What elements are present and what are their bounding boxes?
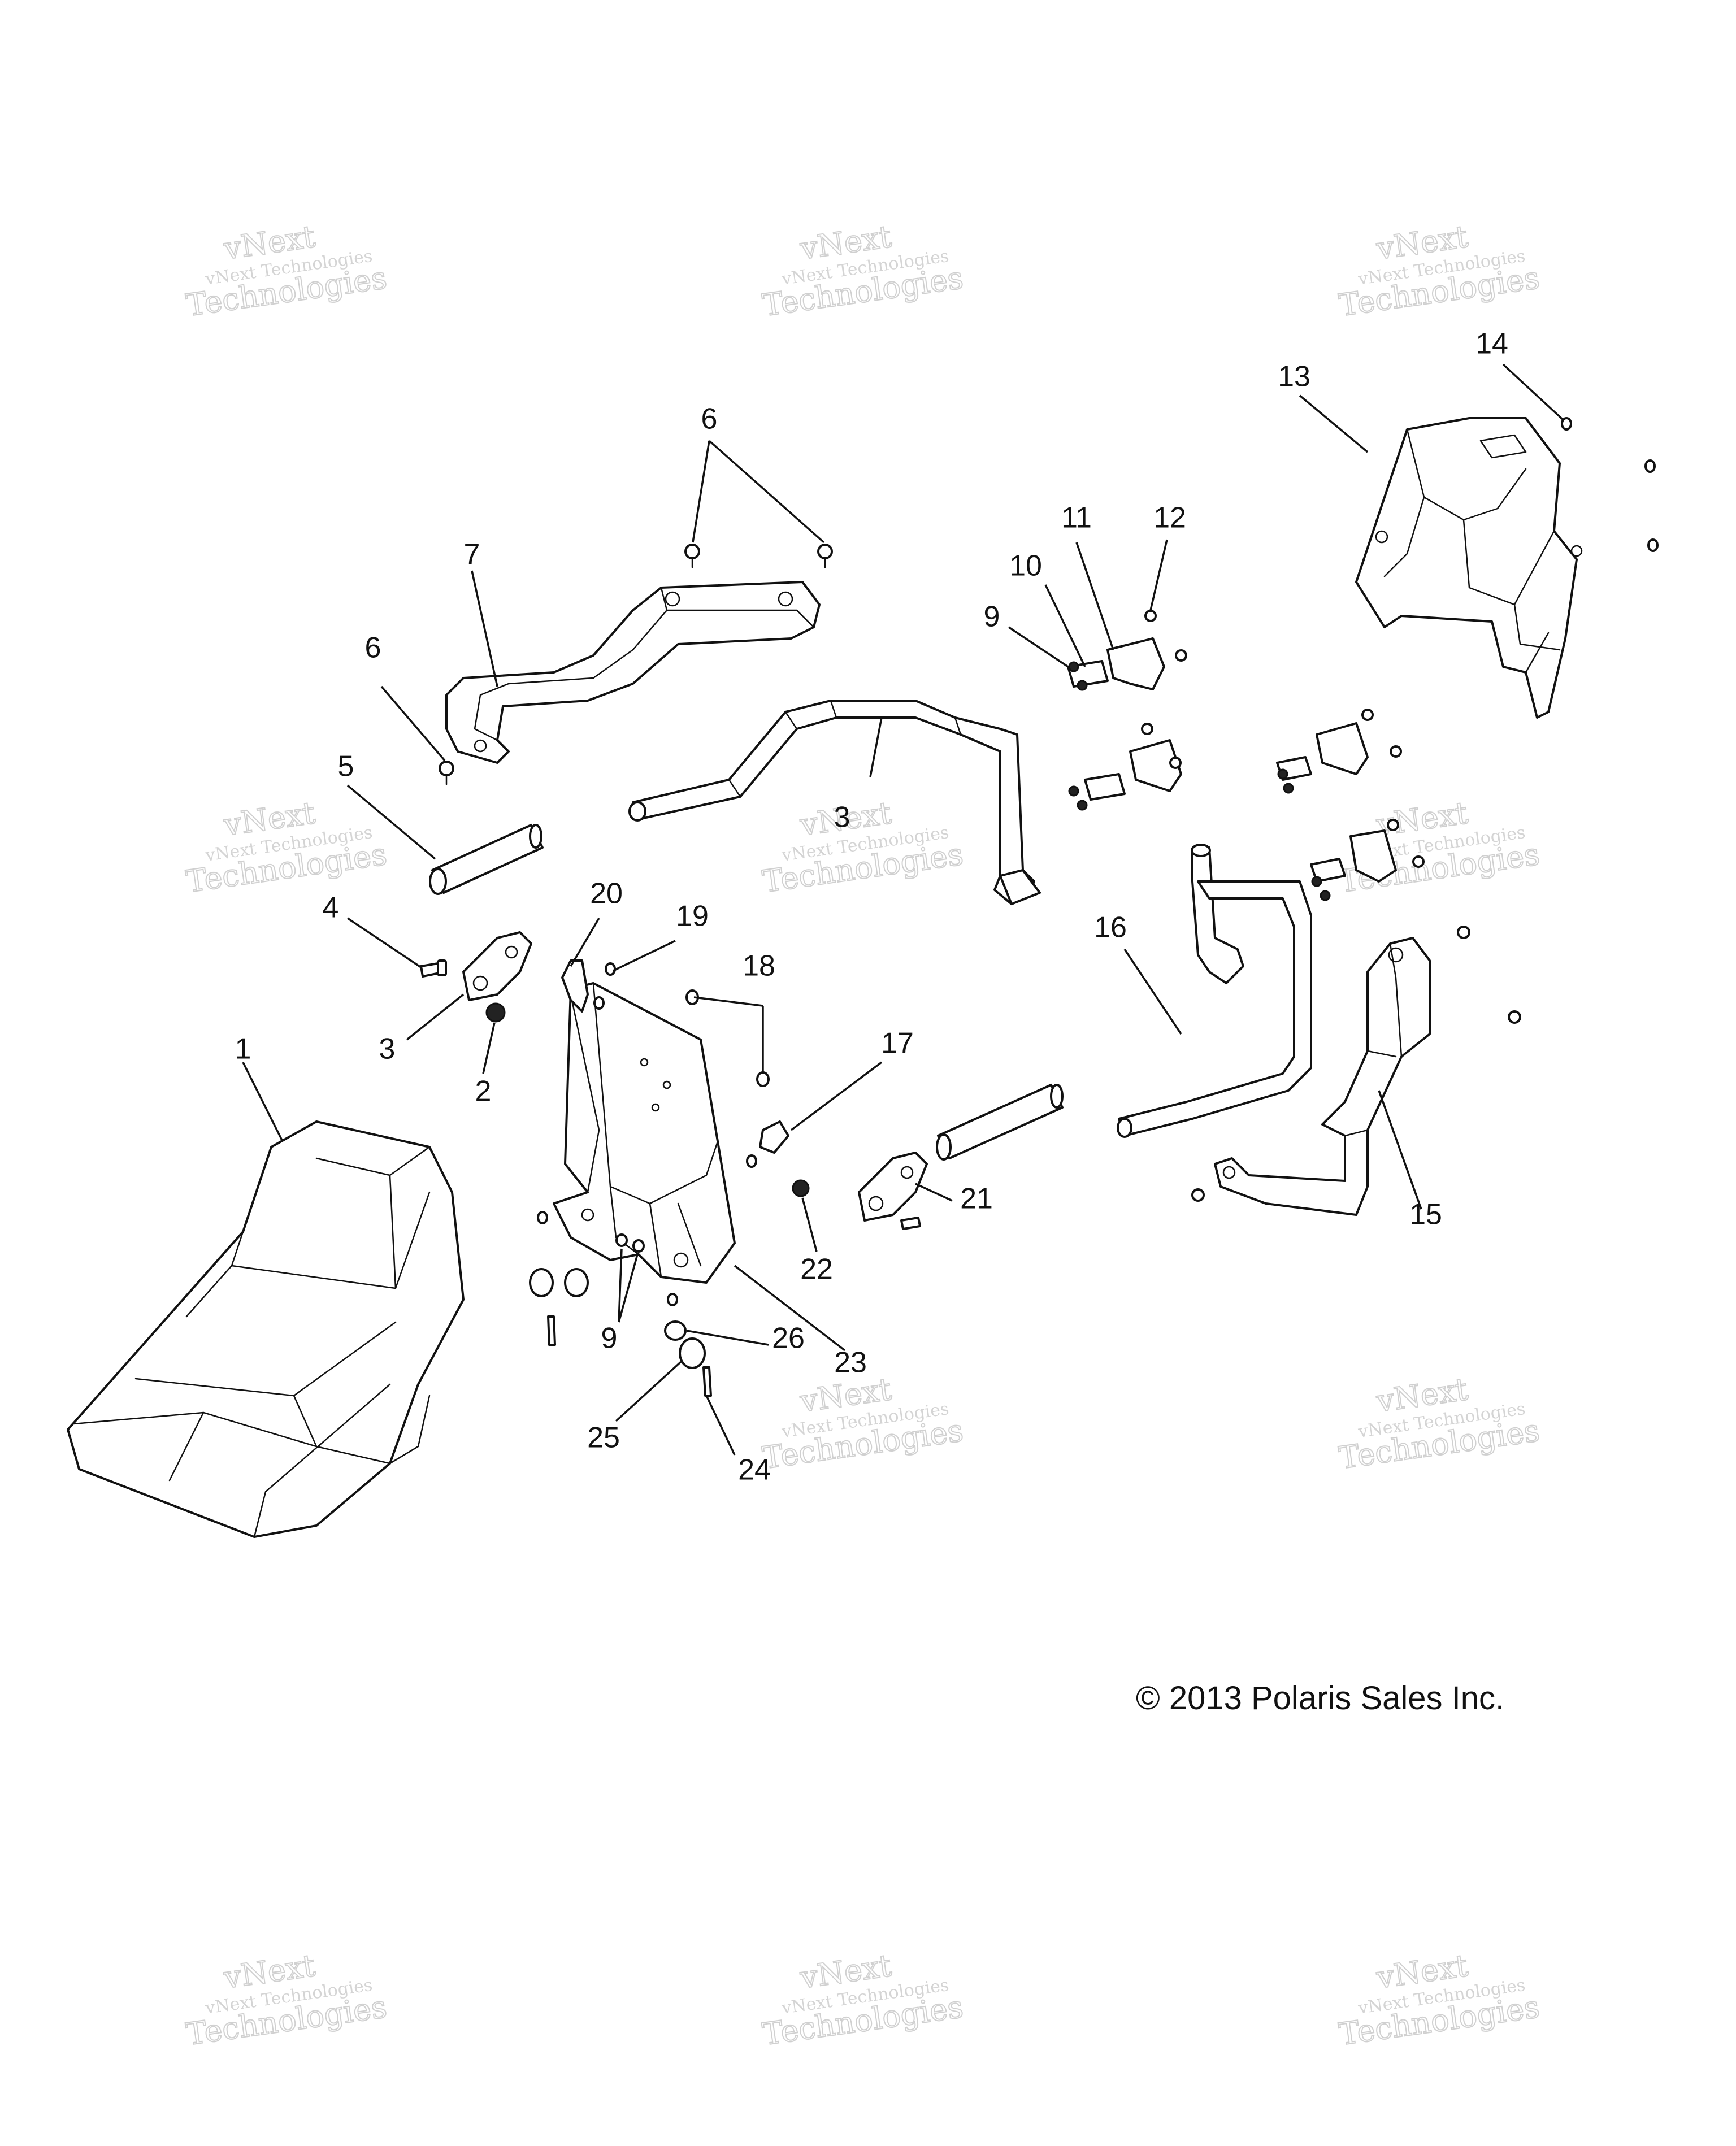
watermark: vNext vNext Technologies Technologies (760, 794, 966, 900)
callout-6b: 6 (365, 632, 381, 664)
pivot-tube-right-part (936, 1084, 1064, 1161)
watermark: vNext vNext Technologies Technologies (184, 1947, 390, 2053)
rubber-mount-part (529, 1233, 706, 1369)
callout-11: 11 (1061, 502, 1092, 535)
pivot-block-right-part (858, 1152, 928, 1222)
callout-5: 5 (338, 750, 354, 783)
callout-3b: 3 (834, 801, 850, 834)
callout-labels: 1 2 3 3 4 5 6 6 7 9 9 10 11 12 13 14 15 … (235, 328, 1508, 1487)
callout-9b: 9 (601, 1322, 618, 1355)
callout-26: 26 (772, 1322, 805, 1355)
screw-set-part (1068, 610, 1521, 1202)
callout-20: 20 (590, 877, 623, 910)
callout-9: 9 (984, 601, 1000, 633)
watermark: vNext vNext Technologies Technologies (1336, 1371, 1543, 1476)
pivot-block-left-part (462, 931, 532, 1001)
callout-22: 22 (800, 1253, 833, 1286)
callout-2: 2 (475, 1075, 492, 1108)
callout-18: 18 (743, 950, 775, 983)
callout-13: 13 (1278, 360, 1310, 393)
watermark: vNext vNext Technologies Technologies (184, 794, 390, 900)
bushing-right-part (792, 1179, 810, 1197)
leader-lines (242, 363, 1564, 1456)
watermark: vNext vNext Technologies Technologies (184, 218, 390, 324)
seat-frame-tube-right-part (1117, 844, 1312, 1138)
mounting-bracket-part (553, 982, 736, 1284)
callout-3: 3 (379, 1033, 396, 1066)
hardware-part (537, 962, 770, 1224)
pivot-tube-part (429, 824, 544, 895)
callout-14: 14 (1475, 328, 1508, 360)
watermark: vNext vNext Technologies Technologies (1336, 1947, 1543, 2053)
watermark: vNext vNext Technologies Technologies (760, 1371, 966, 1476)
callout-17: 17 (881, 1027, 914, 1060)
copyright-text: © 2013 Polaris Sales Inc. (1136, 1680, 1504, 1717)
watermark: vNext vNext Technologies Technologies (1336, 218, 1543, 324)
callout-7: 7 (464, 538, 480, 571)
callout-15: 15 (1409, 1198, 1442, 1231)
watermark: vNext vNext Technologies Technologies (760, 1947, 966, 2053)
seat-part (67, 1120, 465, 1538)
screw-14-part (1561, 417, 1659, 552)
clip-part (561, 959, 789, 1154)
callout-23: 23 (834, 1346, 867, 1379)
grab-handle-left-part (445, 581, 821, 764)
bushing-part (485, 1002, 506, 1023)
callout-21: 21 (960, 1183, 993, 1215)
callout-16: 16 (1094, 911, 1127, 944)
fastener-6-part (439, 544, 833, 785)
hinge-bracket-part (1067, 637, 1397, 883)
callout-19: 19 (676, 900, 709, 933)
storage-box-part (1355, 417, 1583, 719)
bolt-part (420, 959, 447, 978)
watermark: vNext vNext Technologies Technologies (760, 218, 966, 324)
grab-handle-right-part (1214, 937, 1431, 1216)
callout-6: 6 (701, 403, 718, 436)
callout-24: 24 (738, 1454, 771, 1487)
bolt-24-part (547, 1217, 921, 1397)
callout-25: 25 (587, 1422, 620, 1454)
callout-4: 4 (323, 892, 339, 924)
callout-10: 10 (1009, 550, 1042, 583)
callout-12: 12 (1153, 502, 1186, 535)
callout-1: 1 (235, 1033, 251, 1066)
seat-frame-tube-part (628, 700, 1041, 905)
